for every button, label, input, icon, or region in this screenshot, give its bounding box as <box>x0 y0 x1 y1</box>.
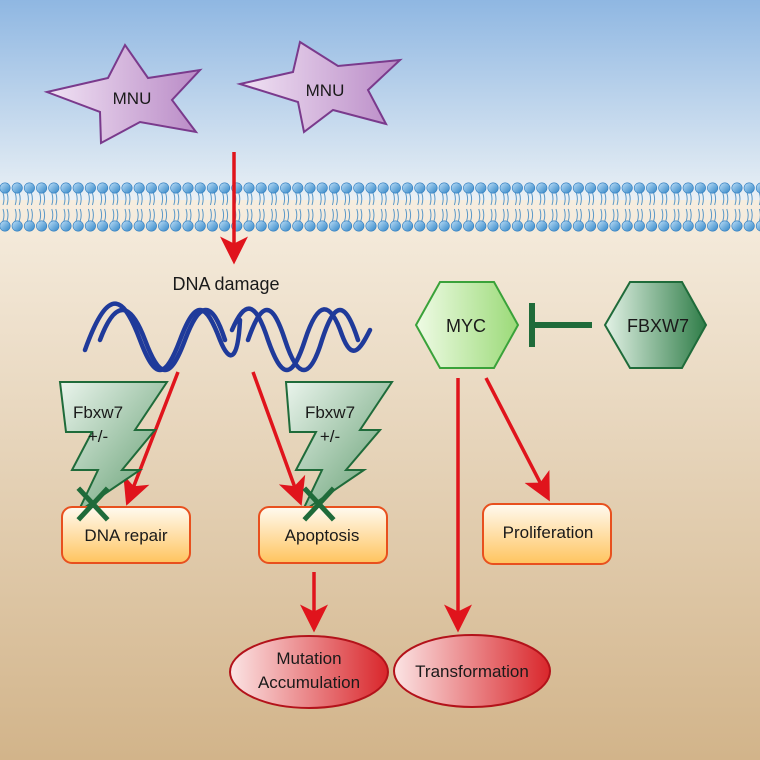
mutation-label-line2: Accumulation <box>258 673 360 692</box>
proliferation-label: Proliferation <box>503 523 594 542</box>
mnu-molecule-2: MNU <box>236 40 403 134</box>
arrow-myc-to-proliferation <box>484 377 550 502</box>
blocked-repair-x-mark <box>76 486 110 522</box>
transformation-label: Transformation <box>415 662 529 681</box>
apoptosis-label: Apoptosis <box>285 526 360 545</box>
arrow-dna-to-apoptosis <box>251 371 306 506</box>
dna-repair-box: DNA repair <box>61 506 191 564</box>
myc-hexagon: MYC <box>414 281 520 369</box>
fbxw7-bolt-2-line1: Fbxw7 <box>305 403 355 422</box>
fbxw7-inhibits-myc <box>529 303 592 347</box>
blocked-apoptosis-x-mark <box>302 486 336 522</box>
mnu-label-1: MNU <box>113 89 152 108</box>
mutation-accumulation-oval: Mutation Accumulation <box>229 635 389 709</box>
apoptosis-box: Apoptosis <box>258 506 388 564</box>
fbxw7-heterozygous-bolt-2: Fbxw7 +/- <box>284 381 394 515</box>
fbxw7-bolt-1-line2: +/- <box>88 427 108 446</box>
fbxw7-bolt-1-line1: Fbxw7 <box>73 403 123 422</box>
fbxw7-heterozygous-bolt-1: Fbxw7 +/- <box>58 381 169 515</box>
proliferation-box: Proliferation <box>482 503 612 565</box>
arrow-dna-to-repair <box>123 371 180 506</box>
mnu-label-2: MNU <box>306 81 345 100</box>
dna-repair-label: DNA repair <box>84 526 167 545</box>
cell-membrane <box>0 182 760 232</box>
myc-label: MYC <box>446 316 486 336</box>
dna-helix <box>82 301 373 373</box>
fbxw7-bolt-2-line2: +/- <box>320 427 340 446</box>
fbxw7-label: FBXW7 <box>627 316 689 336</box>
transformation-oval: Transformation <box>393 634 551 708</box>
fbxw7-hexagon: FBXW7 <box>603 281 708 369</box>
dna-damage-label: DNA damage <box>172 274 279 294</box>
mutation-label-line1: Mutation <box>276 649 341 668</box>
mnu-molecule-1: MNU <box>43 43 203 145</box>
